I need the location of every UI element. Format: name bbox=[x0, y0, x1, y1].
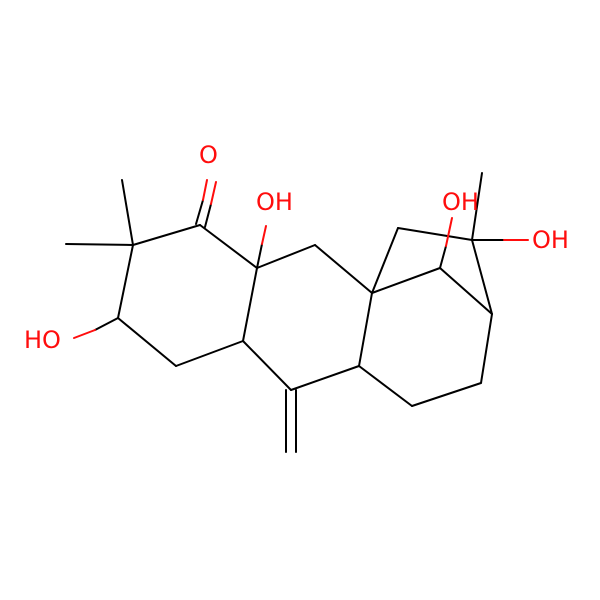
bond bbox=[175, 340, 244, 367]
atom-label-junction-hydroxyl: OH bbox=[256, 188, 293, 216]
bond bbox=[471, 239, 493, 315]
bond bbox=[195, 199, 204, 225]
bonds bbox=[65, 172, 529, 453]
bond bbox=[94, 317, 119, 331]
bond bbox=[210, 181, 217, 205]
bond bbox=[411, 382, 482, 407]
bond bbox=[242, 340, 292, 391]
bond bbox=[261, 225, 267, 245]
bond bbox=[445, 217, 453, 247]
bond bbox=[371, 227, 399, 294]
bond bbox=[256, 244, 316, 269]
atom-label-quaternary-hydroxyl: OH bbox=[532, 226, 569, 254]
bond bbox=[397, 227, 473, 241]
bond bbox=[471, 172, 483, 241]
bond bbox=[117, 317, 177, 367]
bond bbox=[256, 243, 263, 269]
bond bbox=[65, 243, 134, 246]
atom-label-bridge-hydroxyl: OH bbox=[442, 188, 479, 216]
bond bbox=[371, 267, 441, 294]
bond bbox=[199, 224, 258, 269]
bond bbox=[358, 292, 373, 367]
bond bbox=[480, 313, 493, 384]
bond bbox=[439, 267, 493, 315]
bond bbox=[204, 203, 212, 228]
bond bbox=[358, 365, 413, 407]
bond bbox=[290, 365, 360, 391]
bond bbox=[439, 245, 447, 269]
bond bbox=[117, 244, 134, 319]
bond bbox=[242, 267, 258, 342]
bond bbox=[73, 329, 96, 339]
atom-label-ketone-oxygen: O bbox=[199, 141, 218, 169]
bond bbox=[132, 224, 201, 246]
bond bbox=[314, 244, 373, 294]
bond bbox=[202, 179, 208, 201]
atom-label-left-hydroxyl: HO bbox=[24, 326, 61, 354]
atom-labels: O OH OH OH HO bbox=[24, 141, 569, 354]
bond bbox=[121, 179, 134, 246]
